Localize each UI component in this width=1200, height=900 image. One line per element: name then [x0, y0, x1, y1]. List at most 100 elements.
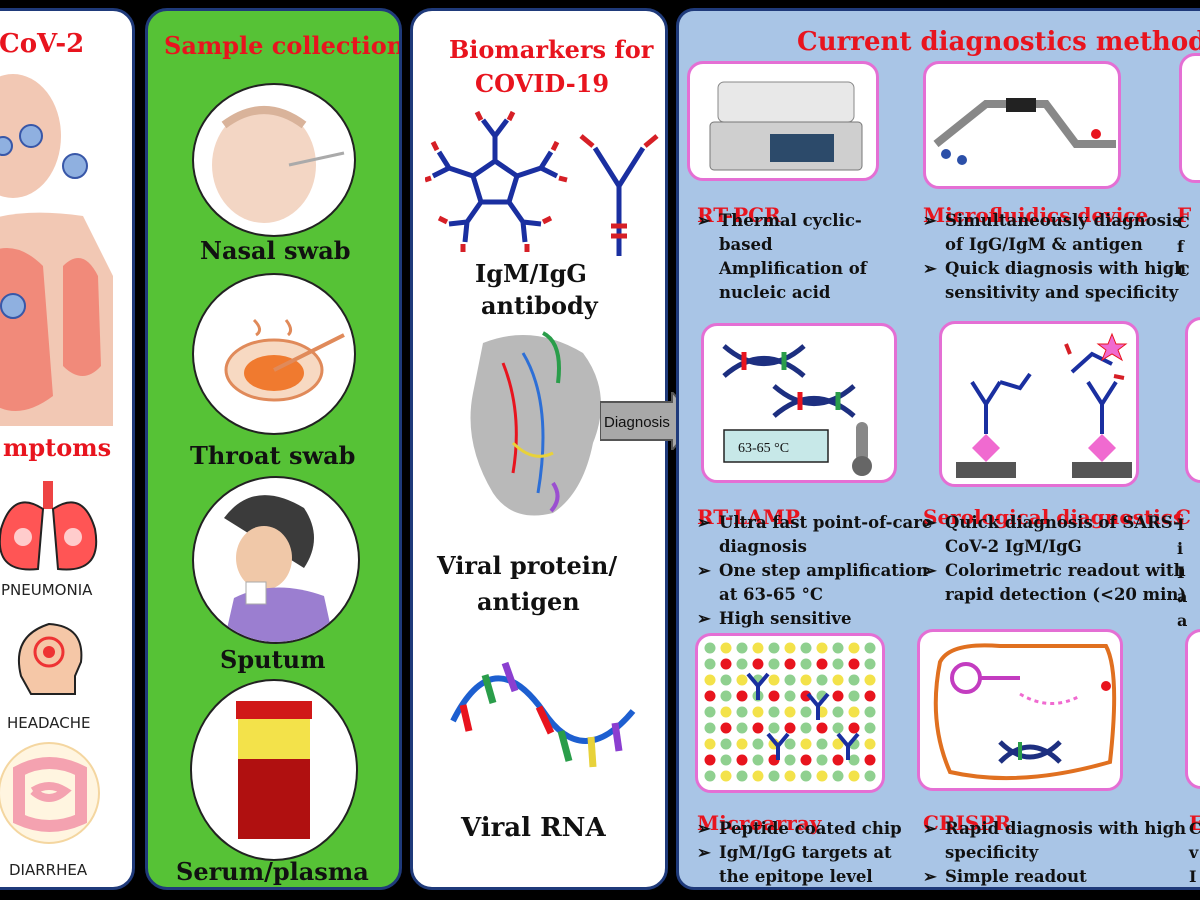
- intestine-icon: [0, 742, 100, 844]
- microarray-bullet: Peptide coated chip: [697, 817, 902, 841]
- microarray-spot: [800, 706, 812, 718]
- microarray-spot: [736, 738, 748, 750]
- microarray-spot: [816, 658, 828, 670]
- microarray-spot: [736, 722, 748, 734]
- current-diagnostics-title: Current diagnostics method: [797, 27, 1200, 57]
- lungs-icon: [0, 481, 98, 571]
- crispr-bullet: specificity: [945, 843, 1039, 862]
- microarray-spot: [784, 706, 796, 718]
- serum-tube-image: [190, 679, 358, 861]
- sample-collection-panel: Sample collection Nasal swab Throat swab…: [145, 8, 402, 890]
- microarray-spot: [720, 722, 732, 734]
- microarray-spot: [736, 754, 748, 766]
- microarray-antibody: [836, 732, 860, 760]
- spike-protein-illustration: [470, 331, 601, 516]
- rt-lamp-bullet: One step amplification: [697, 559, 932, 583]
- diagnosis-label: Diagnosis: [604, 414, 670, 431]
- microarray-spot: [864, 738, 876, 750]
- microarray-antibody: [746, 672, 770, 700]
- microarray-spot: [736, 770, 748, 782]
- symptom-headache: HEADACHE: [7, 714, 91, 732]
- partial-bullet: I: [1189, 867, 1197, 886]
- microarray-spot: [832, 754, 844, 766]
- microarray-spot: [720, 642, 732, 654]
- crispr-bullet: Simple readout: [923, 865, 1186, 887]
- microarray-spot: [816, 674, 828, 686]
- partial-method-image-3: [1185, 629, 1200, 789]
- partial-bullet: C: [1177, 261, 1190, 280]
- microarray-spot: [704, 738, 716, 750]
- microarray-spot: [720, 738, 732, 750]
- microarray-spot: [848, 658, 860, 670]
- partial-bullet: C: [1189, 819, 1200, 838]
- microarray-spot: [864, 658, 876, 670]
- microarray-bullets: Peptide coated chip IgM/IgG targets at t…: [697, 817, 902, 887]
- microarray-spot: [736, 706, 748, 718]
- microarray-spot: [784, 642, 796, 654]
- microarray-spot: [864, 770, 876, 782]
- headache-icon: [17, 622, 83, 695]
- rt-pcr-bullet: Amplification of: [719, 259, 867, 278]
- sample-collection-title: Sample collection: [164, 31, 402, 60]
- microarray-spot: [736, 674, 748, 686]
- microarray-antibody: [766, 732, 790, 760]
- partial-method-label-1: F: [1177, 203, 1192, 227]
- microarray-spot: [720, 690, 732, 702]
- microarray-spot: [832, 770, 844, 782]
- microarray-spot: [720, 706, 732, 718]
- microarray-spot: [752, 706, 764, 718]
- microarray-spot: [832, 722, 844, 734]
- microarray-spot: [736, 658, 748, 670]
- microfluidics-bullet: sensitivity and specificity: [945, 283, 1179, 302]
- microarray-spot: [848, 770, 860, 782]
- rt-pcr-bullet: Thermal cyclic-: [697, 209, 867, 233]
- microarray-spot: [768, 690, 780, 702]
- partial-method-label-2: C: [1175, 505, 1191, 529]
- microarray-spot: [752, 658, 764, 670]
- microarray-spot: [864, 754, 876, 766]
- microarray-spot: [800, 658, 812, 670]
- crispr-bullet: Rapid diagnosis with high: [923, 817, 1186, 841]
- partial-bullet: a: [1177, 611, 1188, 630]
- serological-image: [939, 321, 1139, 487]
- microarray-spot: [768, 674, 780, 686]
- microarray-spot: [800, 754, 812, 766]
- antibody-label-line1: IgM/IgG: [475, 259, 587, 288]
- microarray-spot: [784, 722, 796, 734]
- microarray-image: [695, 633, 885, 793]
- microarray-spot: [736, 690, 748, 702]
- microarray-spot: [704, 770, 716, 782]
- symptoms-panel: CoV-2 mptoms PNEUMONIA HEADACHE DIARRHEA: [0, 8, 135, 890]
- microarray-spot: [752, 754, 764, 766]
- microarray-spot: [848, 690, 860, 702]
- partial-method-label-3: E: [1189, 811, 1200, 835]
- microarray-spot: [784, 770, 796, 782]
- microarray-bullet: the epitope level: [719, 867, 873, 886]
- microarray-spot: [816, 722, 828, 734]
- serological-bullet: Quick diagnosis of SARS-: [923, 511, 1186, 535]
- microarray-spot: [720, 770, 732, 782]
- microarray-spot: [832, 658, 844, 670]
- microarray-spot: [800, 642, 812, 654]
- antibody-label-line2: antibody: [481, 291, 598, 320]
- sample-nasal-swab: Nasal swab: [200, 236, 351, 265]
- microarray-spot: [768, 706, 780, 718]
- rt-pcr-bullets: Thermal cyclic- based Amplification of n…: [697, 209, 867, 305]
- microarray-spot: [800, 722, 812, 734]
- rt-lamp-bullet: diagnosis: [719, 537, 807, 556]
- microfluidics-image: [923, 61, 1121, 189]
- microarray-spot: [864, 642, 876, 654]
- microarray-spot: [784, 658, 796, 670]
- protein-label-line1: Viral protein/: [437, 551, 618, 580]
- microarray-spot: [816, 642, 828, 654]
- microarray-spot: [704, 658, 716, 670]
- microarray-spot: [752, 642, 764, 654]
- microarray-spot: [784, 674, 796, 686]
- throat-swab-image: [192, 273, 356, 435]
- partial-method-image-2: [1185, 317, 1200, 483]
- partial-bullet: I: [1177, 563, 1185, 582]
- symptom-pneumonia: PNEUMONIA: [1, 581, 93, 599]
- microarray-spot: [848, 722, 860, 734]
- microarray-spot: [816, 770, 828, 782]
- biomarkers-title-line1: Biomarkers for: [449, 35, 654, 64]
